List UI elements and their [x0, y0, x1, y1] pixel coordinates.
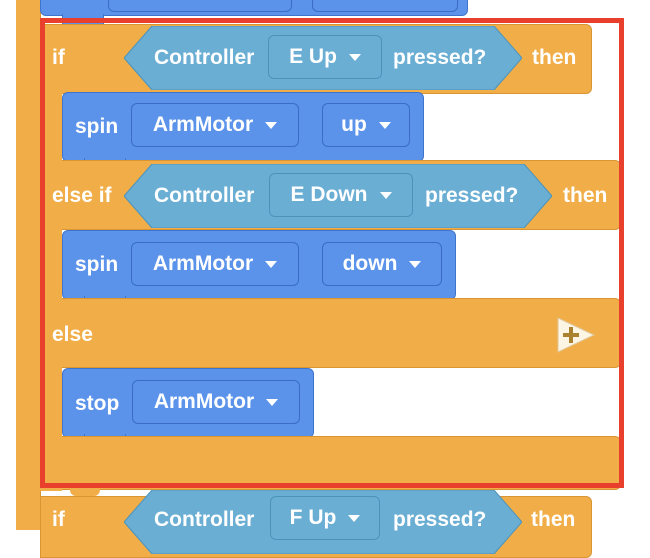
chevron-down-icon — [266, 398, 279, 406]
pressed-label: pressed? — [393, 508, 487, 531]
spin-label: spin — [75, 115, 119, 138]
partial-field-1[interactable] — [108, 0, 292, 12]
then-label: then — [563, 184, 608, 207]
motor-dropdown[interactable]: ArmMotor — [132, 380, 300, 424]
else-label: else — [52, 323, 93, 346]
pressed-label: pressed? — [393, 46, 487, 69]
controller-label: Controller — [154, 46, 255, 69]
spin-label: spin — [75, 253, 119, 276]
else-if-label: else if — [52, 184, 112, 207]
motor-dropdown[interactable]: ArmMotor — [131, 242, 299, 286]
button-value: F Up — [289, 506, 337, 529]
motor-value: ArmMotor — [152, 113, 254, 136]
chevron-down-icon — [409, 260, 422, 268]
outer-block-spine — [16, 0, 41, 530]
direction-value: down — [342, 252, 398, 275]
controller-button-dropdown-f-up[interactable]: F Up — [270, 496, 380, 540]
motor-value: ArmMotor — [152, 252, 254, 275]
controller-label: Controller — [154, 508, 255, 531]
direction-dropdown-up[interactable]: up — [322, 103, 410, 147]
partial-field-2[interactable] — [312, 0, 458, 12]
else-spine-fill — [40, 296, 62, 368]
chevron-down-icon — [379, 191, 392, 199]
direction-dropdown-down[interactable]: down — [322, 242, 442, 286]
chevron-down-icon — [378, 121, 391, 129]
else-header[interactable] — [40, 298, 621, 368]
if-else-block-footer — [40, 436, 621, 490]
controller-button-dropdown-e-down[interactable]: E Down — [269, 173, 413, 217]
then-label: then — [531, 508, 576, 531]
footer-spine-fill — [40, 434, 62, 490]
button-value: E Up — [289, 45, 337, 68]
controller-button-dropdown-e-up[interactable]: E Up — [268, 35, 382, 79]
motor-value: ArmMotor — [153, 390, 255, 413]
chevron-down-icon — [265, 260, 278, 268]
chevron-down-icon — [348, 514, 361, 522]
plus-triangle-icon[interactable] — [556, 316, 596, 354]
if-label: if — [52, 508, 65, 531]
button-value: E Down — [290, 183, 368, 206]
pressed-label: pressed? — [425, 184, 519, 207]
if-block-inner-spine — [40, 91, 62, 491]
chevron-down-icon — [265, 121, 278, 129]
motor-dropdown[interactable]: ArmMotor — [131, 103, 299, 147]
controller-label: Controller — [154, 184, 255, 207]
chevron-down-icon — [348, 53, 361, 61]
then-label: then — [532, 46, 577, 69]
else-if-spine-fill — [40, 158, 62, 230]
stop-label: stop — [75, 392, 120, 415]
if-label: if — [52, 46, 65, 69]
direction-value: up — [341, 113, 367, 136]
footer-notch — [70, 486, 100, 496]
